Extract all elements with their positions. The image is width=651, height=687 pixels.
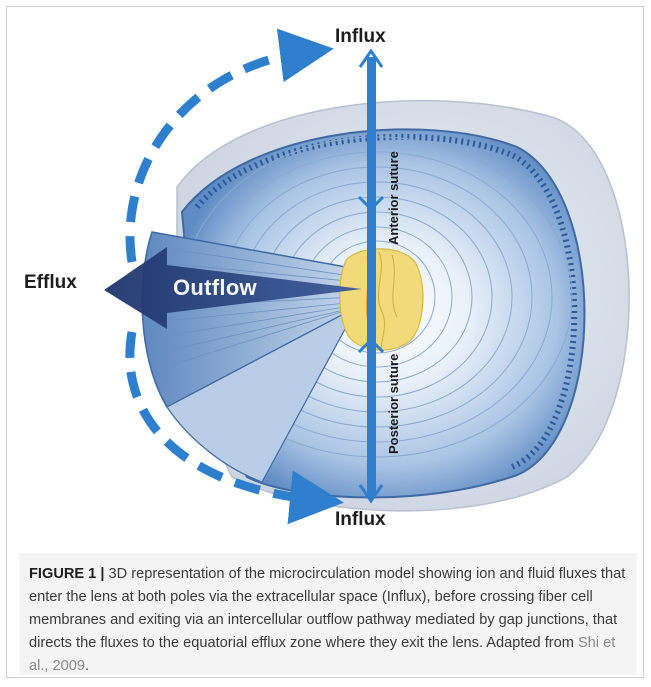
label-influx-bottom: Influx	[335, 509, 386, 530]
caption-separator: |	[100, 566, 105, 582]
label-anterior-suture: Anterior suture	[386, 151, 401, 245]
lens-diagram	[104, 28, 630, 525]
influx-vertical-arrow	[357, 48, 385, 504]
label-influx-top: Influx	[335, 26, 386, 47]
lens-wedge-lower	[166, 305, 359, 483]
caption-citation-link[interactable]: Shi et al., 2009	[29, 635, 616, 674]
figure-frame: Influx Influx Efflux Outflow Anterior su…	[6, 6, 644, 678]
caption-end: .	[85, 658, 90, 674]
caption-body: 3D representation of the microcirculatio…	[29, 566, 626, 651]
figure-label: FIGURE 1	[29, 566, 97, 582]
label-posterior-suture: Posterior suture	[386, 353, 401, 454]
dashed-influx-arrow-bottom	[125, 331, 344, 525]
figure-caption: FIGURE 1 | 3D representation of the micr…	[19, 553, 637, 675]
figure-illustration: Influx Influx Efflux Outflow Anterior su…	[7, 7, 645, 545]
outflow-arrow	[104, 247, 362, 329]
label-efflux: Efflux	[24, 272, 77, 293]
dashed-influx-arrow-top	[125, 28, 334, 263]
lens-nucleus	[339, 248, 424, 351]
label-outflow: Outflow	[173, 275, 257, 300]
